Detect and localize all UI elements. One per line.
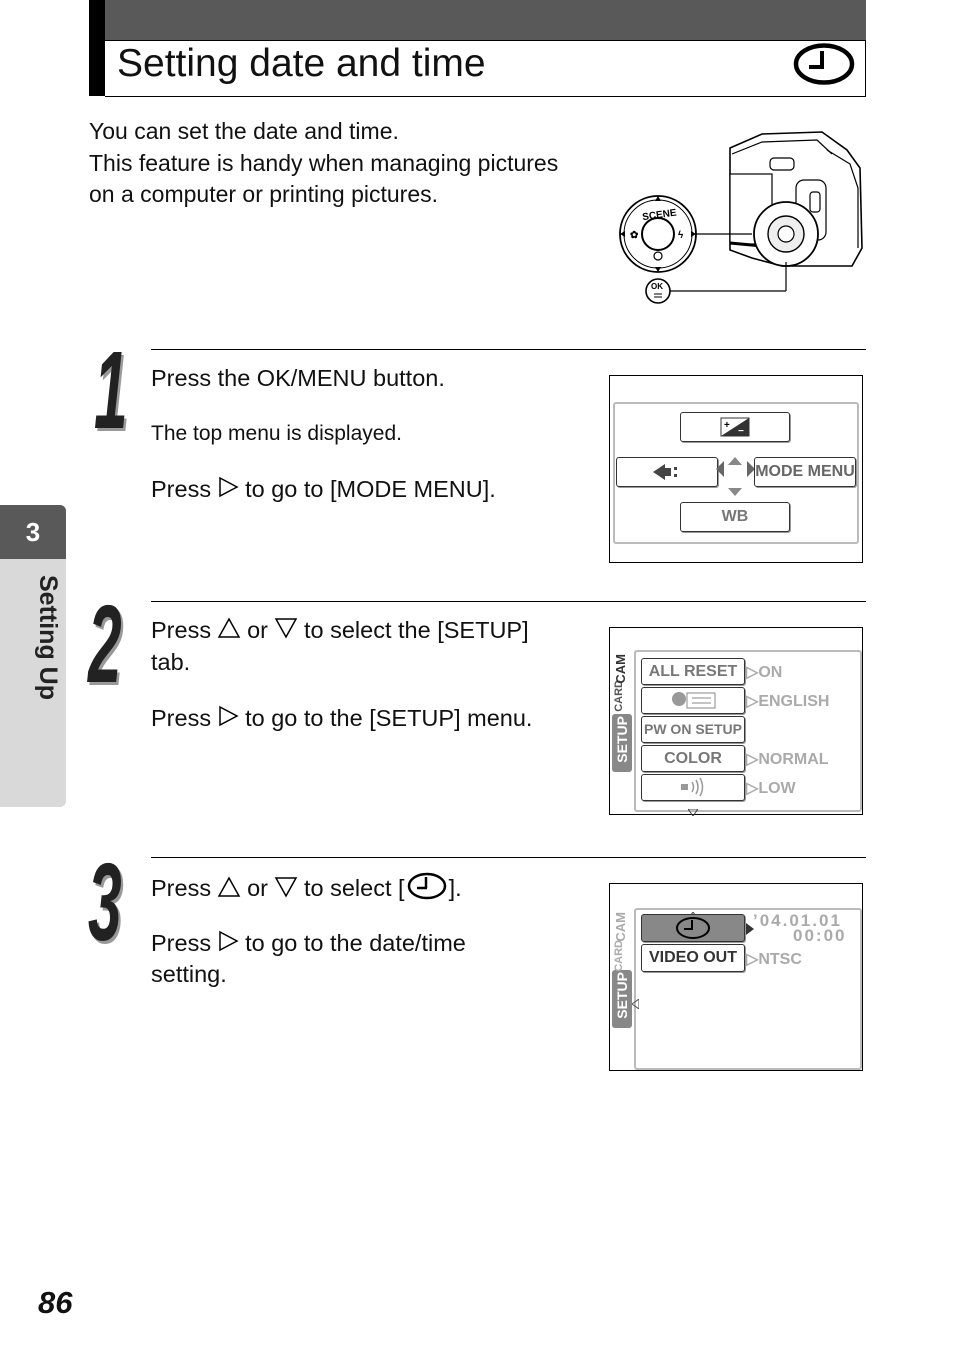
tab-setup: SETUP xyxy=(612,714,632,772)
lcd-screen-setup-menu: SETUP CARD CAM ALL RESET ▷ON ▷ENGLISH PW… xyxy=(609,627,863,817)
svg-text:+: + xyxy=(724,420,730,431)
up-arrow-icon xyxy=(217,616,241,647)
page-title: Setting date and time xyxy=(117,42,486,85)
header-box xyxy=(105,40,866,97)
menu-value: ▷ON xyxy=(746,664,783,681)
svg-text:−: − xyxy=(738,426,744,437)
mode-menu-button: MODE MENU xyxy=(754,457,856,487)
menu-item-volume xyxy=(641,774,745,801)
menu-value: ▷NORMAL xyxy=(746,751,829,768)
date-value: ’04.01.01 xyxy=(753,911,842,930)
tab-setup: SETUP xyxy=(612,970,632,1028)
time-value: 00:00 xyxy=(793,926,847,945)
right-arrow-icon xyxy=(217,929,239,960)
svg-text:OK: OK xyxy=(651,282,663,291)
menu-item-all-reset: ALL RESET xyxy=(641,658,745,685)
camera-illustration: SCENE ✿ ϟ OK xyxy=(612,128,864,313)
clock-icon xyxy=(793,42,855,91)
step-instruction: setting. xyxy=(151,961,227,987)
left-arrow-icon xyxy=(631,996,640,1014)
step-instruction: tab. xyxy=(151,649,191,675)
step-number: 2 xyxy=(88,583,122,706)
right-arrow-icon xyxy=(747,461,755,482)
menu-item-video-out: VIDEO OUT xyxy=(641,944,745,972)
header-bar xyxy=(89,0,866,40)
chapter-number: 3 xyxy=(0,505,66,559)
down-arrow-icon xyxy=(274,616,298,647)
up-arrow-icon xyxy=(728,452,742,470)
tab-cam: CAM xyxy=(613,654,628,684)
flash-mode-button xyxy=(616,457,718,487)
down-arrow-icon xyxy=(687,803,699,821)
right-arrow-icon xyxy=(217,704,239,735)
intro-line: This feature is handy when managing pict… xyxy=(89,149,559,176)
tab-card: CARD xyxy=(613,940,625,972)
svg-text:✿: ✿ xyxy=(630,230,639,241)
step-divider xyxy=(151,601,866,602)
intro-line: You can set the date and time. xyxy=(89,118,399,144)
menu-value: ▷LOW xyxy=(746,780,796,797)
left-arrow-icon xyxy=(716,461,724,482)
step-number: 3 xyxy=(88,841,122,964)
lcd-screen-top-menu: +− MODE MENU WB xyxy=(609,375,863,563)
exposure-comp-button: +− xyxy=(680,412,790,442)
tab-cam: CAM xyxy=(613,912,628,942)
menu-item-pw-on-setup: PW ON SETUP xyxy=(641,716,745,743)
wb-button: WB xyxy=(680,502,790,532)
up-arrow-icon xyxy=(217,875,241,906)
right-arrow-icon xyxy=(217,475,239,506)
clock-icon xyxy=(407,872,447,908)
step-divider xyxy=(151,349,866,350)
down-arrow-icon xyxy=(274,875,298,906)
step-divider xyxy=(151,857,866,858)
menu-item-color: COLOR xyxy=(641,745,745,772)
step-note: The top menu is displayed. xyxy=(151,422,402,445)
right-arrow-icon xyxy=(746,922,754,940)
page-number: 86 xyxy=(38,1285,73,1320)
svg-text:ϟ: ϟ xyxy=(678,230,684,241)
menu-value: ▷NTSC xyxy=(746,951,802,968)
menu-item-language xyxy=(641,687,745,714)
menu-value: ▷ENGLISH xyxy=(746,693,830,710)
step-number: 1 xyxy=(94,329,128,452)
step-instruction: Press the OK/MENU button. xyxy=(151,365,445,391)
tab-card: CARD xyxy=(613,680,625,712)
lcd-screen-setup-clock: SETUP CARD CAM ’04.01.01 00:00 VIDEO OUT… xyxy=(609,883,863,1071)
down-arrow-icon xyxy=(728,483,742,501)
header-accent xyxy=(89,0,105,96)
menu-item-clock xyxy=(641,914,745,942)
intro-line: on a computer or printing pictures. xyxy=(89,181,439,207)
svg-text:SCENE: SCENE xyxy=(642,207,678,223)
chapter-label: Setting Up xyxy=(34,575,62,700)
